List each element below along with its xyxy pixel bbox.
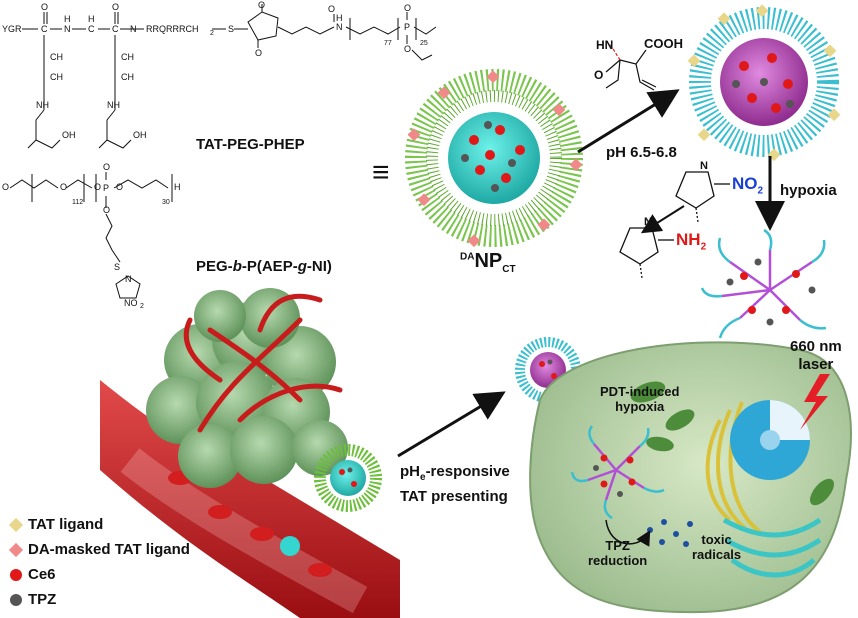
svg-text:CH: CH xyxy=(50,72,63,82)
carbonyl-o-label: O xyxy=(594,68,604,82)
aminoimidazole-ring xyxy=(619,227,674,279)
svg-text:30: 30 xyxy=(162,199,170,206)
svg-text:RRQRRRCH: RRQRRRCH xyxy=(146,24,199,34)
cooh-label: COOH xyxy=(644,36,683,51)
svg-text:77: 77 xyxy=(384,40,392,47)
svg-text:O: O xyxy=(255,48,262,58)
legend-item-da-tat: DA-masked TAT ligand xyxy=(28,541,190,558)
svg-text:N: N xyxy=(64,24,71,34)
imidazole-n2-label: N xyxy=(644,216,652,228)
svg-text:P: P xyxy=(404,22,410,32)
svg-text:O: O xyxy=(103,205,110,215)
svg-text:O: O xyxy=(116,182,123,192)
svg-text:CH: CH xyxy=(50,52,63,62)
phe-responsive-label: pHe-responsive TAT presenting xyxy=(400,463,510,505)
legend-item-tpz: TPZ xyxy=(28,591,57,608)
svg-text:O: O xyxy=(103,162,110,172)
svg-text:C: C xyxy=(112,24,119,34)
svg-text:H: H xyxy=(88,14,95,24)
tumor-mass xyxy=(146,288,348,488)
nitro-label: NO2 xyxy=(732,174,764,197)
tumor-cell xyxy=(529,341,852,614)
svg-text:O: O xyxy=(328,4,335,14)
hypoxia-label: hypoxia xyxy=(780,182,837,199)
svg-text:CH: CH xyxy=(121,72,134,82)
svg-text:H: H xyxy=(174,182,181,192)
legend-da-marker xyxy=(8,542,24,558)
peg-aep-ni-structure: O O 112 O P O O O 30 H S N NO 2 xyxy=(2,162,181,310)
svg-text:N: N xyxy=(130,24,137,34)
tat-peg-phep-label: TAT-PEG-PHEP xyxy=(196,136,305,153)
svg-text:S: S xyxy=(228,24,234,34)
svg-text:CH: CH xyxy=(121,52,134,62)
hn-label: HN xyxy=(596,38,614,52)
legend-ce6-marker xyxy=(10,569,22,581)
svg-text:OH: OH xyxy=(62,130,76,140)
svg-text:S: S xyxy=(114,262,120,272)
ph-label: pH 6.5-6.8 xyxy=(606,144,677,161)
svg-text:O: O xyxy=(404,44,411,54)
equivalence-sign: ≡ xyxy=(372,156,390,189)
svg-text:P: P xyxy=(103,183,109,193)
svg-text:NO: NO xyxy=(124,298,138,308)
svg-text:O: O xyxy=(60,182,67,192)
legend-item-ce6: Ce6 xyxy=(28,566,56,583)
svg-text:OH: OH xyxy=(133,130,147,140)
svg-text:O: O xyxy=(112,2,119,12)
svg-text:N: N xyxy=(125,274,132,284)
svg-text:H: H xyxy=(336,13,343,23)
svg-text:N: N xyxy=(336,22,343,32)
svg-text:NH: NH xyxy=(107,100,120,110)
peg-aep-ni-label: PEG-b-P(AEP-g-NI) xyxy=(196,258,332,275)
svg-text:O: O xyxy=(404,3,411,13)
da-np-ct-label: DANPCT xyxy=(460,250,516,275)
nitroimidazole-ring xyxy=(675,171,730,223)
reduction-arrow xyxy=(640,205,685,234)
circulating-particle xyxy=(314,444,382,512)
svg-text:YGR: YGR xyxy=(2,24,22,34)
ph-arrow xyxy=(577,89,680,154)
svg-text:2: 2 xyxy=(210,30,214,37)
legend-tat-marker xyxy=(8,517,24,533)
amine-label: NH2 xyxy=(676,230,707,253)
svg-text:C: C xyxy=(41,24,48,34)
legend-item-tat: TAT ligand xyxy=(28,516,104,533)
tat-np-particle xyxy=(687,4,841,162)
svg-text:H: H xyxy=(64,14,71,24)
svg-text:O: O xyxy=(94,182,101,192)
svg-text:25: 25 xyxy=(420,40,428,47)
imidazole-n1-label: N xyxy=(700,160,708,172)
tat-peg-phep-structure: YGR C O N H C H C O N RRQRRRCH 2 S O O O… xyxy=(2,0,437,149)
svg-text:NH: NH xyxy=(36,100,49,110)
cleaved-amide-structure xyxy=(605,43,657,91)
svg-text:O: O xyxy=(2,182,9,192)
svg-text:O: O xyxy=(41,2,48,12)
da-np-ct-particle xyxy=(405,69,583,248)
svg-text:112: 112 xyxy=(72,199,83,206)
svg-text:C: C xyxy=(88,24,95,34)
laser-bolt-icon xyxy=(800,374,830,430)
svg-text:2: 2 xyxy=(140,303,144,310)
phe-arrow xyxy=(397,391,506,458)
disassembled-particle xyxy=(700,228,827,339)
legend-tpz-marker xyxy=(10,594,22,606)
svg-text:O: O xyxy=(258,0,265,10)
